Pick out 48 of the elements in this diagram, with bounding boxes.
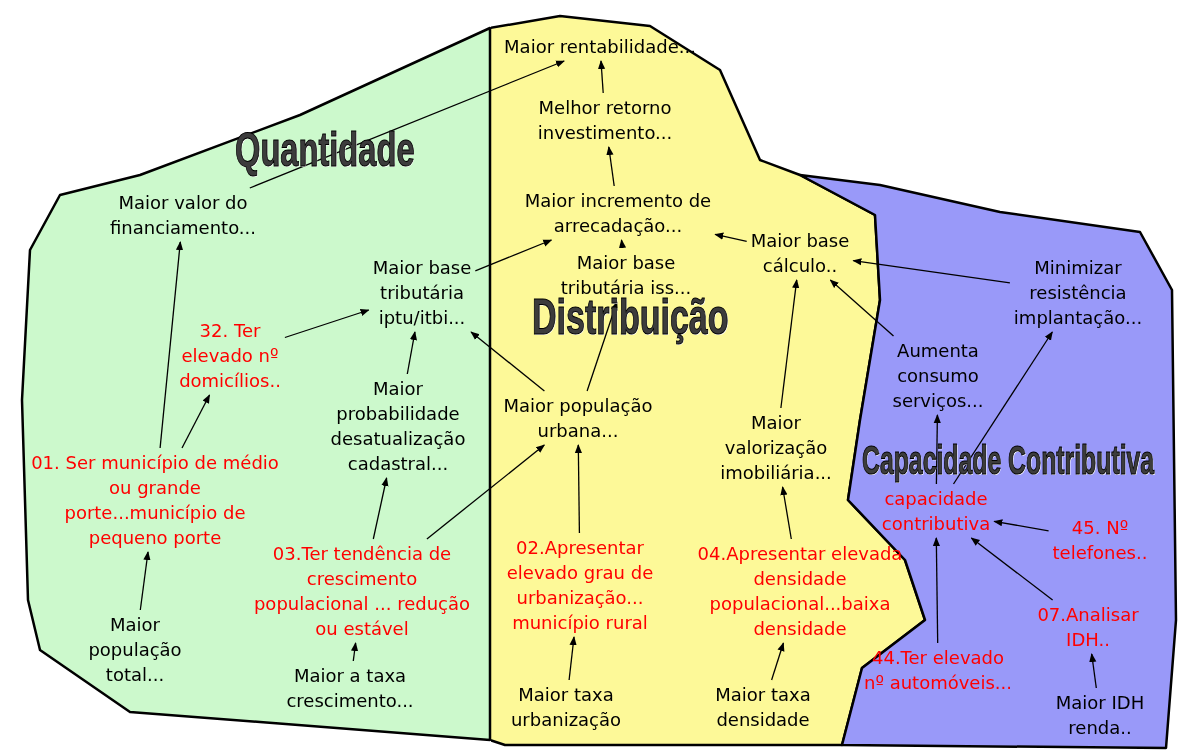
criterion-text: 04.Apresentar elevada densidade populacional...baixa densidade — [691, 541, 909, 641]
concept-text: Maior taxa urbanização — [496, 682, 636, 732]
arrow — [574, 444, 582, 534]
criterion-text: 44.Ter elevado nº automóveis... — [863, 645, 1013, 695]
arrow — [568, 636, 577, 681]
arrow — [714, 232, 748, 242]
concept-text: Maior probabilidade desatualização cadastral... — [323, 376, 473, 476]
concept-text: Maior base cálculo.. — [730, 228, 870, 278]
arrow — [606, 146, 615, 187]
arrow — [618, 239, 627, 249]
arrow — [597, 60, 606, 94]
concept-text: Maior IDH renda.. — [1040, 690, 1160, 740]
concept-text: Maior incremento de arrecadação... — [508, 188, 728, 238]
arrow — [470, 331, 546, 392]
arrow — [852, 258, 1011, 284]
arrow — [406, 331, 417, 375]
concept-text: Maior valor do financiamento... — [83, 190, 283, 240]
arrow — [181, 394, 211, 449]
criterion-text: 45. Nº telefones.. — [1045, 515, 1155, 565]
concept-text: Maior base tributária iptu/itbi... — [347, 255, 497, 330]
criterion-text: capacidade contributiva — [866, 486, 1006, 536]
concept-text: Melhor retorno investimento... — [505, 95, 705, 145]
concept-text: Maior a taxa crescimento... — [262, 663, 438, 713]
concept-text: Maior população urbana... — [493, 393, 663, 443]
arrow — [970, 537, 1054, 601]
arrow — [351, 642, 359, 662]
arrow — [952, 331, 1053, 485]
concept-text: Maior população total... — [75, 612, 195, 687]
arrow — [829, 279, 895, 337]
arrow — [780, 279, 800, 409]
arrow — [932, 537, 940, 644]
concept-text: Maior taxa densidade — [693, 682, 833, 732]
arrow — [372, 477, 389, 540]
criterion-text: 02.Apresentar elevado grau de urbanização... município rural — [495, 535, 665, 635]
arrow — [1089, 653, 1097, 689]
criterion-text: 03.Ter tendência de crescimento populacional ... redução ou estável — [247, 541, 477, 641]
arrow — [993, 519, 1050, 532]
arrow — [159, 241, 184, 449]
concept-text: Aumenta consumo serviços... — [878, 338, 998, 413]
criterion-text: 07.Analisar IDH.. — [1028, 602, 1148, 652]
criterion-text: 32. Ter elevado nº domicílios.. — [165, 318, 295, 393]
arrow — [780, 486, 792, 540]
concept-text: Minimizar resistência implantação... — [1003, 255, 1153, 330]
concept-text: Maior valorização imobiliária... — [714, 410, 838, 485]
arrow — [770, 642, 785, 681]
arrow — [284, 309, 370, 339]
arrow — [139, 551, 151, 611]
arrow — [426, 444, 545, 540]
